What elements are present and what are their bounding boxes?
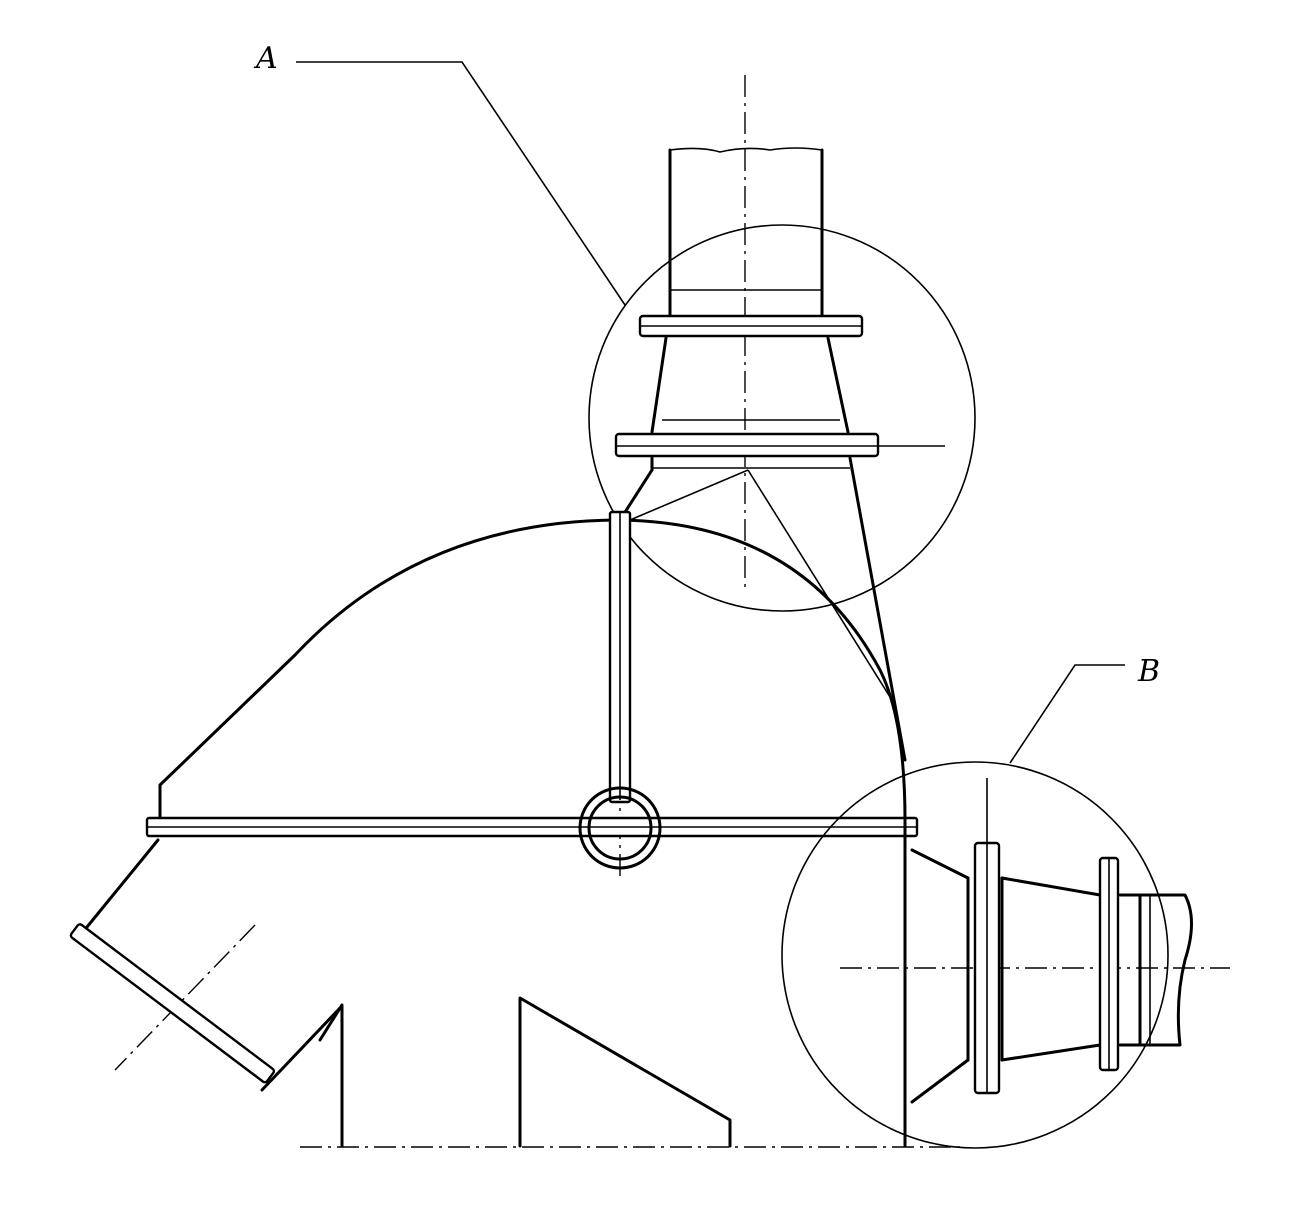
detail-label-b: B bbox=[1138, 654, 1161, 689]
casing-volute bbox=[158, 518, 907, 822]
lower-flange bbox=[614, 432, 880, 458]
diagonal-centerline-left bbox=[114, 924, 256, 1071]
left-inlet-flange bbox=[69, 923, 276, 1084]
top-pipe bbox=[668, 147, 824, 320]
detail-circle-b bbox=[781, 761, 1169, 1149]
outlet-transition bbox=[618, 456, 907, 762]
centerlines bbox=[114, 75, 1230, 1148]
leader-b bbox=[1009, 664, 1125, 764]
central-hub bbox=[578, 786, 662, 870]
detail-circle-a bbox=[588, 224, 976, 612]
side-nozzle bbox=[910, 778, 1193, 1104]
bottom-supports bbox=[318, 818, 907, 1148]
leader-a bbox=[296, 61, 626, 306]
detail-label-a: A bbox=[256, 41, 278, 76]
left-inlet bbox=[69, 838, 342, 1092]
reducer-upper bbox=[650, 336, 850, 434]
